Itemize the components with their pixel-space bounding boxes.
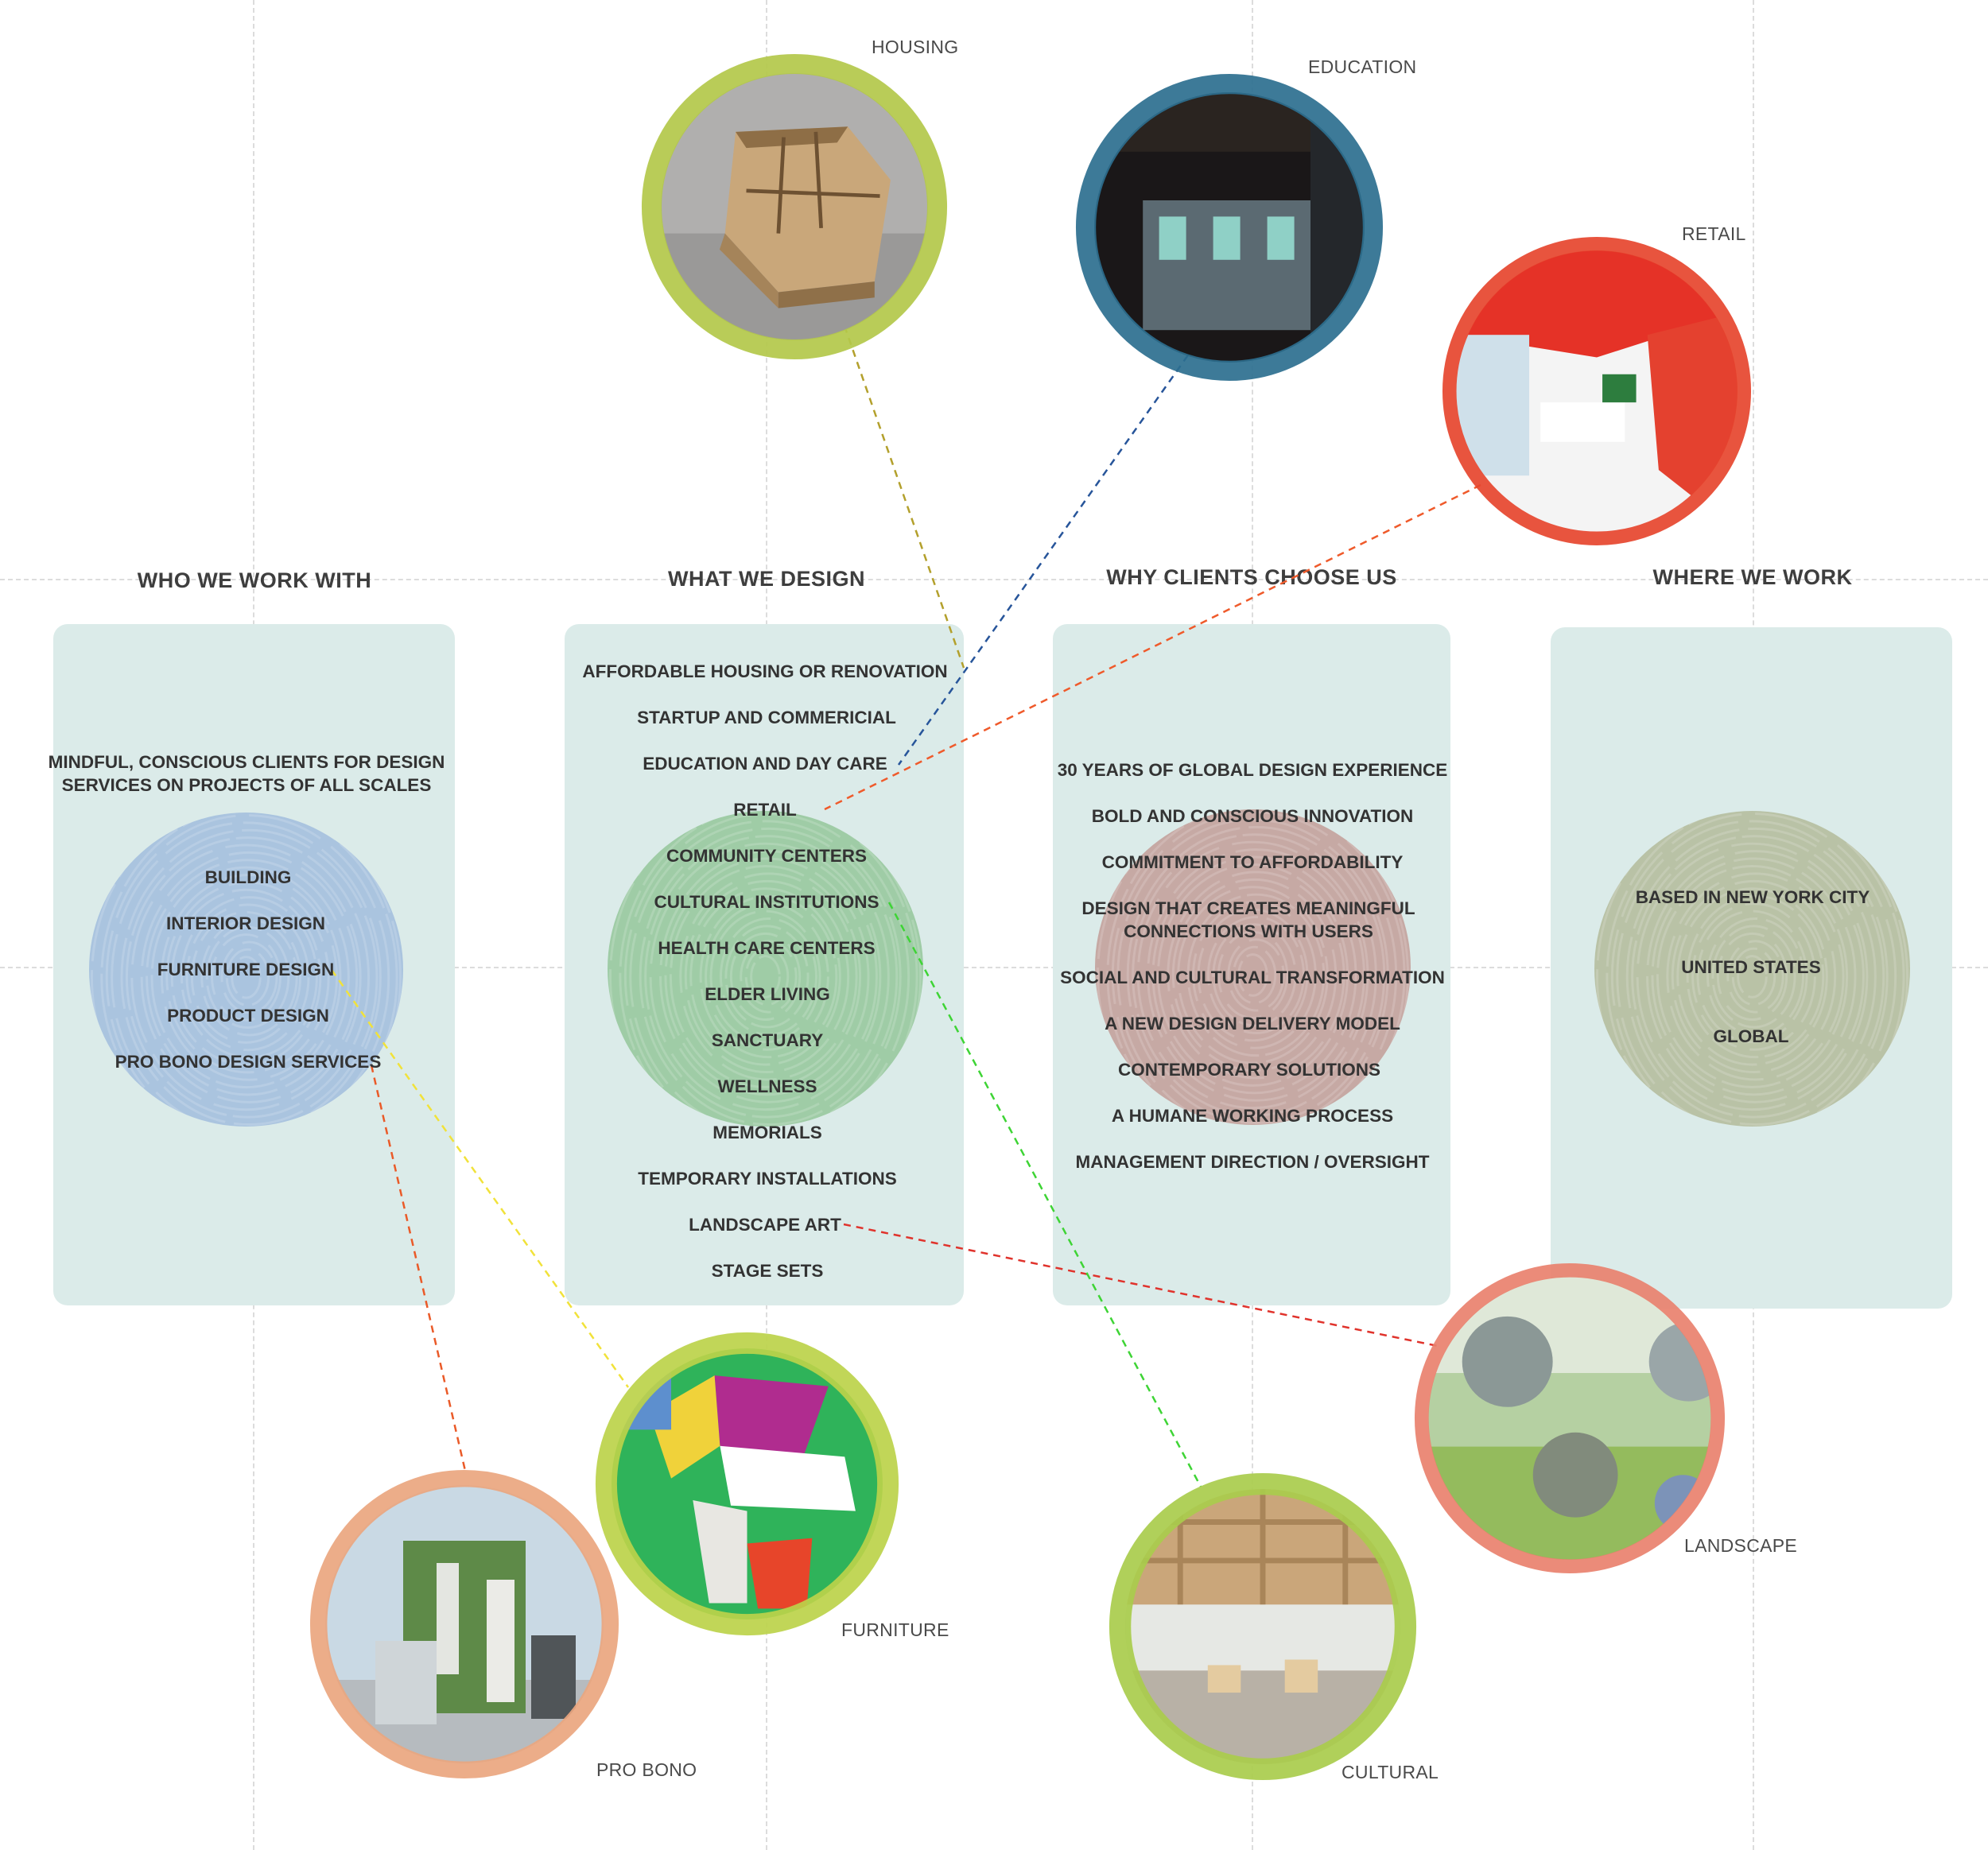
photo-circle-furniture[interactable] [594, 1331, 900, 1637]
who-item: INTERIOR DESIGN [165, 913, 326, 933]
label-retail: RETAIL [1682, 223, 1746, 244]
photo-education [1094, 92, 1365, 363]
fingerprint-icon [1594, 811, 1910, 1127]
what-item: LANDSCAPE ART [689, 1215, 841, 1235]
why-item: MANAGEMENT DIRECTION / OVERSIGHT [1075, 1152, 1430, 1172]
why-item: COMMITMENT TO AFFORDABILITY [1101, 852, 1404, 872]
why-item: A NEW DESIGN DELIVERY MODEL [1105, 1014, 1400, 1034]
what-item: SANCTUARY [711, 1030, 824, 1050]
who-item: PRO BONO DESIGN SERVICES [115, 1052, 382, 1072]
who-intro: MINDFUL, CONSCIOUS CLIENTS FOR DESIGN SE… [48, 752, 445, 795]
where-core-circle [1594, 811, 1910, 1127]
why-item: BOLD AND CONSCIOUS INNOVATION [1091, 806, 1414, 826]
heading-why-clients-choose-us: WHY CLIENTS CHOOSE US [1106, 565, 1397, 589]
photo-circle-retail[interactable] [1442, 236, 1752, 546]
what-item: HEALTH CARE CENTERS [658, 938, 876, 958]
what-item: CULTURAL INSTITUTIONS [654, 892, 879, 912]
photo-furniture [612, 1348, 883, 1619]
what-item: WELLNESS [717, 1076, 817, 1096]
photo-circle-pro-bono[interactable] [309, 1469, 619, 1779]
photo-housing [661, 73, 928, 340]
what-item: COMMUNITY CENTERS [666, 846, 868, 866]
label-landscape: LANDSCAPE [1684, 1535, 1798, 1556]
what-item: ELDER LIVING [705, 984, 830, 1004]
photo-retail [1456, 250, 1738, 532]
who-item: FURNITURE DESIGN [157, 960, 335, 979]
why-item: CONTEMPORARY SOLUTIONS [1117, 1060, 1381, 1080]
who-item: PRODUCT DESIGN [167, 1006, 329, 1026]
link-housing [843, 325, 965, 669]
label-pro-bono: PRO BONO [596, 1759, 697, 1780]
what-item: EDUCATION AND DAY CARE [643, 754, 887, 774]
where-item: GLOBAL [1713, 1026, 1789, 1046]
photo-landscape [1428, 1277, 1711, 1560]
where-item: UNITED STATES [1681, 957, 1821, 977]
why-item: A HUMANE WORKING PROCESS [1111, 1106, 1394, 1126]
label-education: EDUCATION [1308, 56, 1417, 77]
heading-who-we-work-with: WHO WE WORK WITH [137, 568, 372, 592]
heading-what-we-design: WHAT WE DESIGN [668, 567, 865, 591]
photo-circle-landscape[interactable] [1414, 1262, 1726, 1574]
photo-circle-education[interactable] [1075, 73, 1384, 382]
why-item: DESIGN THAT CREATES MEANINGFUL CONNECTIO… [1081, 898, 1415, 941]
what-item: AFFORDABLE HOUSING OR RENOVATION [582, 661, 948, 681]
why-item: 30 YEARS OF GLOBAL DESIGN EXPERIENCE [1057, 760, 1448, 780]
heading-where-we-work: WHERE WE WORK [1652, 565, 1853, 589]
what-item: STAGE SETS [711, 1261, 824, 1281]
who-item: BUILDING [204, 867, 292, 887]
photo-cultural [1125, 1489, 1400, 1764]
what-item: RETAIL [733, 800, 797, 820]
where-item: BASED IN NEW YORK CITY [1635, 887, 1870, 907]
label-housing: HOUSING [872, 37, 959, 57]
what-item: STARTUP AND COMMERICIAL [637, 708, 896, 727]
photo-pro-bono [325, 1485, 604, 1763]
why-item: SOCIAL AND CULTURAL TRANSFORMATION [1060, 968, 1445, 987]
label-furniture: FURNITURE [841, 1619, 949, 1640]
what-item: TEMPORARY INSTALLATIONS [638, 1169, 897, 1189]
what-item: MEMORIALS [712, 1123, 822, 1142]
photo-circle-housing[interactable] [641, 53, 948, 360]
photo-circle-cultural[interactable] [1108, 1472, 1418, 1782]
label-cultural: CULTURAL [1342, 1762, 1439, 1782]
